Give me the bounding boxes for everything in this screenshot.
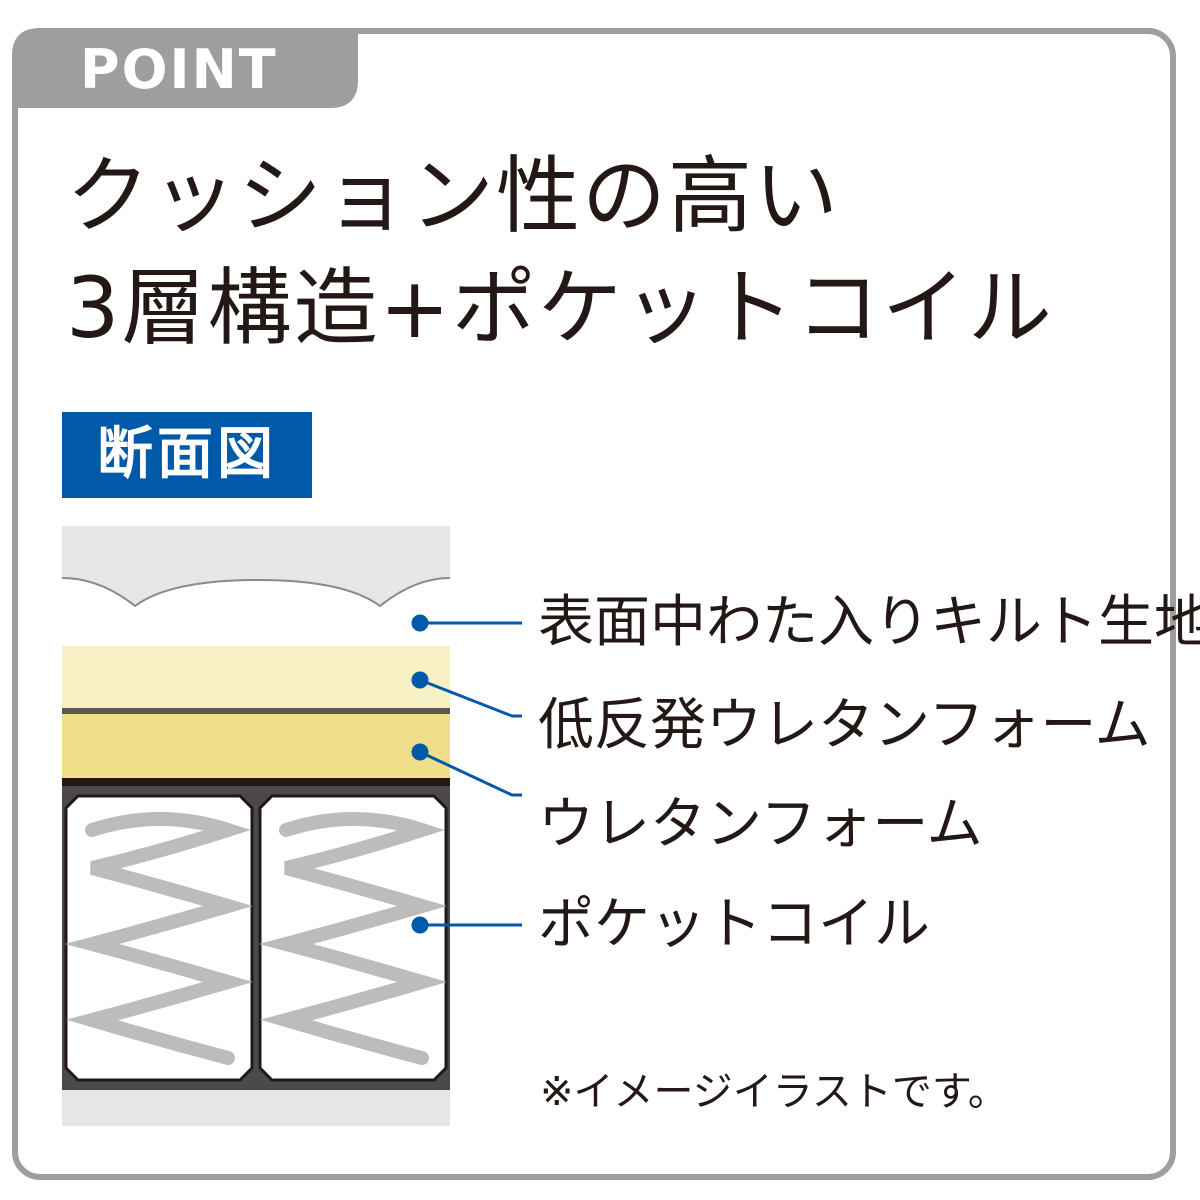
quilt-fabric-layer — [62, 526, 450, 606]
leader-low-rebound — [411, 671, 522, 718]
leader-pocket-coil — [411, 916, 522, 934]
headline-line-1: クッション性の高い — [66, 147, 841, 245]
cross-section-badge: 断面図 — [62, 412, 312, 498]
label-quilt-fabric: 表面中わた入りキルト生地 — [538, 590, 1200, 655]
headline: クッション性の高い 3層構造+ポケットコイル — [66, 140, 1054, 364]
point-tab-shape — [12, 28, 358, 108]
leader-urethane — [411, 743, 522, 797]
low-rebound-foam-layer — [62, 646, 450, 708]
label-pocket-coil: ポケットコイル — [538, 892, 930, 957]
leader-quilt — [411, 614, 522, 632]
label-urethane-foam: ウレタンフォーム — [538, 792, 983, 857]
coil-spring-left — [64, 812, 253, 1065]
label-low-rebound-foam: 低反発ウレタンフォーム — [538, 693, 1151, 758]
panel-frame — [12, 28, 1176, 1180]
quilt-stitch-line — [61, 577, 451, 608]
headline-line-2: 3層構造+ポケットコイル — [66, 259, 1054, 357]
coil-spring-right — [258, 812, 447, 1065]
coil-top-border — [62, 778, 450, 786]
urethane-foam-layer — [62, 714, 450, 778]
layer-divider — [62, 708, 450, 714]
point-label: POINT — [80, 38, 278, 101]
illustration-note: ※イメージイラストです。 — [540, 1069, 1008, 1115]
base-layer — [62, 1090, 450, 1126]
